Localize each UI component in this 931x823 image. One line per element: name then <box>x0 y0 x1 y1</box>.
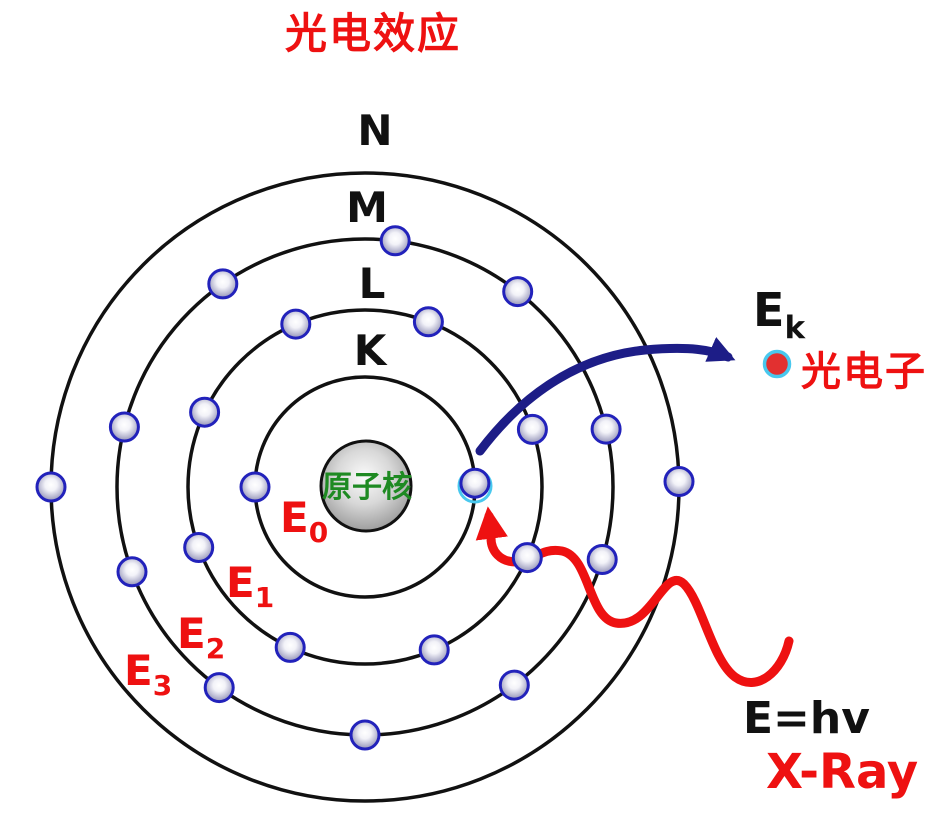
energy-label-E1: E1 <box>226 558 274 614</box>
electron-L-shell <box>418 634 450 666</box>
electron-M-shell <box>502 276 534 308</box>
electron-M-shell <box>586 544 618 575</box>
energy-label-E2: E2 <box>177 609 225 665</box>
xray-wave-arrow <box>475 506 794 687</box>
electron-L-shell <box>280 308 312 340</box>
photoelectron-ejection-arrow <box>475 337 736 456</box>
energy-label-subscript: 3 <box>153 669 172 702</box>
kinetic-energy-label: Ek <box>753 283 806 346</box>
photoelectron-dot <box>762 349 792 379</box>
electron-L-shell <box>516 413 548 445</box>
electron-L-shell <box>511 542 543 574</box>
energy-label-main: E <box>280 493 309 542</box>
electron-M-shell <box>590 413 622 445</box>
electron-L-shell <box>183 532 215 563</box>
electron-L-shell <box>412 306 444 338</box>
electron-L-shell <box>189 396 221 428</box>
energy-label-main: E <box>226 558 255 607</box>
nucleus <box>319 439 413 533</box>
electrons <box>35 225 695 751</box>
photon-energy-equation: E=hv <box>743 693 870 744</box>
electron-M-shell <box>349 719 381 751</box>
electron-N-shell <box>663 466 695 497</box>
energy-label-subscript: 0 <box>309 516 328 549</box>
energy-label-subscript: 2 <box>206 632 225 665</box>
electron-L-shell <box>274 631 306 663</box>
shell-label-M: M <box>346 183 388 232</box>
nucleus-label: 原子核 <box>322 470 412 505</box>
energy-label-E0: E0 <box>280 493 328 549</box>
energy-label-subscript: 1 <box>255 581 274 614</box>
electron-M-shell <box>108 411 140 443</box>
electron-K-shell <box>239 471 271 503</box>
kinetic-energy-main: E <box>753 283 784 337</box>
diagram-title: 光电效应 <box>285 9 461 58</box>
shell-label-L: L <box>359 259 386 308</box>
electron-M-shell <box>498 669 530 701</box>
shell-ring-L <box>186 308 544 666</box>
shell-label-K: K <box>354 326 388 375</box>
xray-label: X-Ray <box>766 744 918 800</box>
electron-K-shell <box>459 467 491 499</box>
kinetic-energy-subscript: k <box>784 310 806 346</box>
electron-M-shell <box>116 556 148 588</box>
energy-label-main: E <box>177 609 206 658</box>
energy-label-E3: E3 <box>124 646 172 702</box>
electron-M-shell <box>207 268 239 300</box>
electron-M-shell <box>203 672 235 704</box>
energy-label-main: E <box>124 646 153 695</box>
shell-label-N: N <box>357 106 392 155</box>
electron-M-shell <box>379 225 411 257</box>
electron-N-shell <box>35 471 67 503</box>
photoelectron-label: 光电子 <box>801 349 927 395</box>
